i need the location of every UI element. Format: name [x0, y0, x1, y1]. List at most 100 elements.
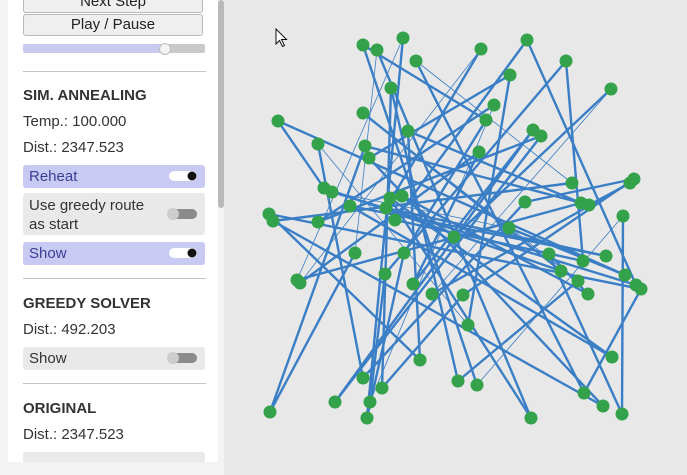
sim-annealing-show-label: Show — [29, 245, 67, 262]
route-edge — [276, 119, 326, 190]
route-edge — [415, 60, 573, 184]
greedy-solver-heading: GREEDY SOLVER — [23, 295, 151, 312]
city-node — [425, 287, 439, 301]
route-edge — [525, 38, 638, 287]
city-node — [559, 54, 573, 68]
city-node — [356, 106, 370, 120]
city-node — [263, 405, 277, 419]
route-edge — [388, 196, 533, 420]
route-edge — [361, 111, 563, 273]
route-edge — [389, 86, 460, 383]
city-node — [358, 139, 372, 153]
route-edge — [430, 181, 632, 296]
greedy-start-label-line2: as start — [29, 216, 79, 233]
city-node — [325, 185, 339, 199]
city-node — [618, 268, 632, 282]
city-node — [409, 54, 423, 68]
reheat-toggle[interactable] — [169, 171, 197, 181]
city-node — [461, 318, 475, 332]
route-edge — [461, 177, 636, 297]
greedy-start-toggle-row[interactable]: Use greedy route as start — [23, 193, 205, 235]
route-edge — [620, 214, 625, 416]
route-edge — [388, 196, 614, 359]
control-panel-content: Next Step Play / Pause SIM. ANNEALING Te… — [8, 0, 218, 462]
city-node — [370, 43, 384, 57]
city-node — [378, 267, 392, 281]
city-node — [388, 213, 402, 227]
greedy-start-label-line1: Use greedy route — [29, 197, 145, 214]
route-edge — [456, 279, 580, 383]
original-show-row[interactable] — [23, 452, 205, 462]
city-node — [474, 42, 488, 56]
city-node — [554, 264, 568, 278]
route-edge — [476, 215, 624, 386]
route-edge — [431, 88, 612, 295]
control-panel: Next Step Play / Pause SIM. ANNEALING Te… — [0, 0, 224, 475]
next-step-button[interactable]: Next Step — [23, 0, 203, 13]
city-node — [576, 254, 590, 268]
city-node — [384, 81, 398, 95]
play-pause-button[interactable]: Play / Pause — [23, 14, 203, 36]
route-edge — [317, 143, 469, 326]
divider — [23, 71, 206, 72]
city-node — [451, 374, 465, 388]
divider — [23, 383, 206, 384]
reheat-toggle-row[interactable]: Reheat — [23, 165, 205, 188]
city-node — [596, 399, 610, 413]
city-node — [582, 198, 596, 212]
route-edge — [368, 272, 387, 404]
greedy-show-row[interactable]: Show — [23, 347, 205, 370]
city-node — [362, 151, 376, 165]
route-edge — [271, 181, 574, 223]
city-node — [379, 201, 393, 215]
sim-annealing-show-row[interactable]: Show — [23, 242, 205, 265]
greedy-solver-distance: Dist.: 492.203 — [23, 321, 116, 338]
city-node — [447, 230, 461, 244]
speed-slider-track[interactable] — [23, 44, 205, 53]
greedy-start-toggle[interactable] — [167, 208, 197, 220]
temperature-readout: Temp.: 100.000 — [23, 113, 127, 130]
city-node — [487, 98, 501, 112]
city-node — [565, 176, 579, 190]
route-edge — [547, 252, 624, 416]
city-node — [356, 38, 370, 52]
reheat-label: Reheat — [29, 168, 78, 185]
route-edge — [361, 43, 479, 387]
route-edge — [268, 144, 367, 414]
greedy-show-toggle[interactable] — [167, 352, 197, 364]
route-edge — [582, 287, 643, 395]
city-node — [375, 381, 389, 395]
city-node — [503, 68, 517, 82]
route-canvas[interactable] — [224, 0, 687, 475]
speed-slider-thumb[interactable] — [158, 43, 171, 55]
divider — [23, 278, 206, 279]
city-node — [577, 386, 591, 400]
city-node — [348, 246, 362, 260]
speed-slider-fill — [23, 44, 165, 53]
city-node — [534, 129, 548, 143]
route-edge — [547, 252, 590, 296]
city-node — [604, 82, 618, 96]
city-node — [571, 274, 585, 288]
city-node — [396, 31, 410, 45]
sim-annealing-show-toggle[interactable] — [169, 248, 197, 258]
original-heading: ORIGINAL — [23, 400, 97, 417]
route-edge — [361, 43, 488, 122]
toggle-knob — [167, 208, 179, 220]
route-edge — [523, 177, 636, 204]
mouse-cursor-icon — [275, 28, 288, 48]
city-node — [524, 411, 538, 425]
city-node — [615, 407, 629, 421]
city-node — [605, 350, 619, 364]
city-node — [479, 113, 493, 127]
city-node — [401, 124, 415, 138]
route-edge — [411, 128, 535, 286]
city-node — [395, 189, 409, 203]
greedy-show-label: Show — [29, 350, 67, 367]
city-node — [266, 214, 280, 228]
city-node — [363, 395, 377, 409]
panel-scrollbar[interactable] — [218, 0, 224, 208]
city-node — [472, 145, 486, 159]
route-edge — [414, 59, 586, 395]
route-edge — [268, 251, 357, 414]
